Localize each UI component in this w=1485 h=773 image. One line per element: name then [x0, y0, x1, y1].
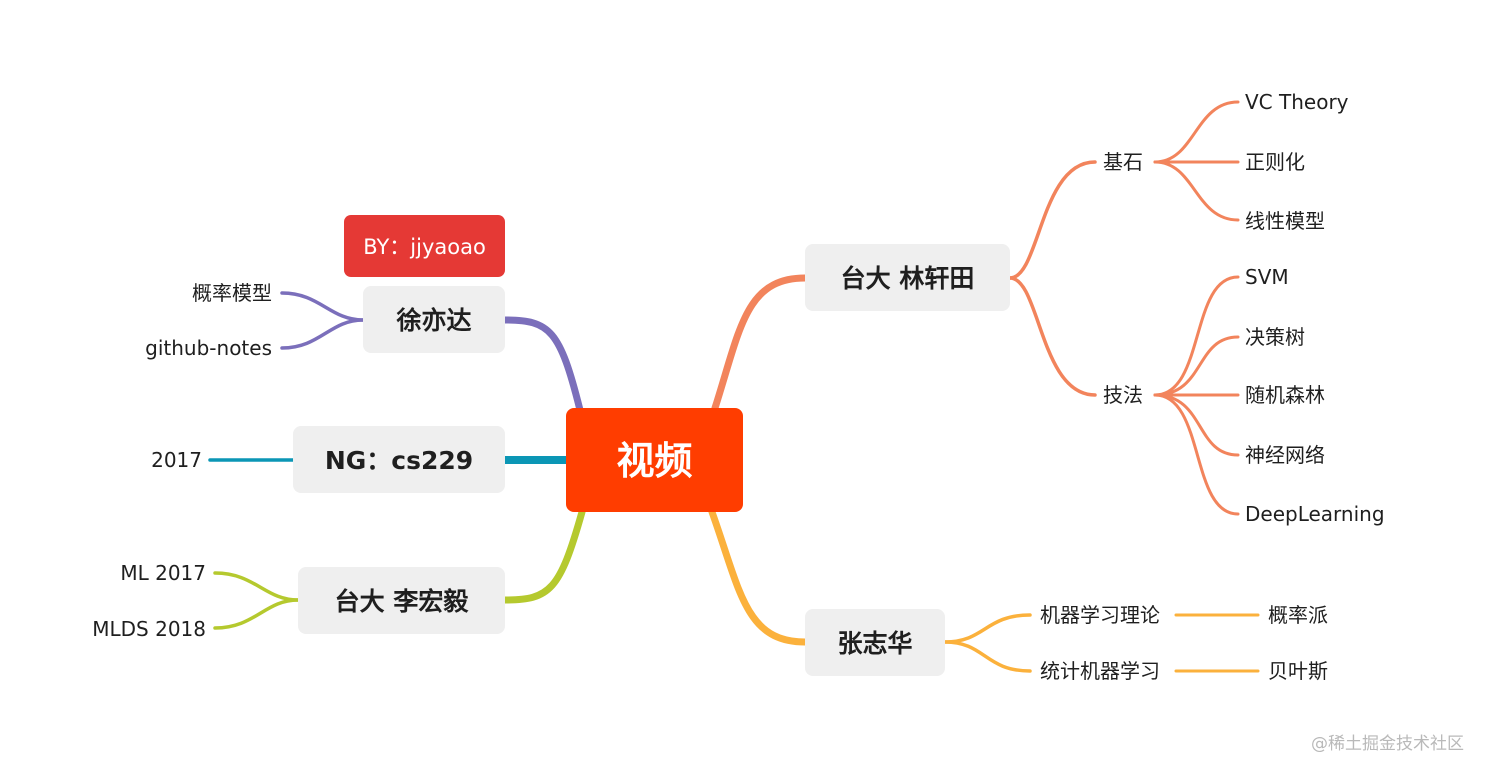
leaf-decision-tree[interactable]: 决策树 — [1245, 325, 1305, 349]
connectors — [208, 100, 1260, 673]
topic-jifa[interactable]: 技法 — [1103, 383, 1143, 407]
connector-jifa-nn — [1153, 393, 1240, 457]
connector-lin-jifa — [1008, 276, 1097, 397]
leaf-2017[interactable]: 2017 — [151, 448, 202, 472]
author-badge-box — [344, 215, 505, 277]
leaf-ml-2017[interactable]: ML 2017 — [120, 561, 206, 585]
branch-node-label: 台大 林轩田 — [841, 264, 975, 293]
connector-zhang-theory — [943, 613, 1032, 644]
connector-jifa-tree — [1153, 335, 1240, 397]
leaf-github-notes[interactable]: github-notes — [145, 336, 272, 360]
branch-node-box — [298, 567, 505, 634]
branch-node-label: 台大 李宏毅 — [335, 587, 470, 616]
connector-jifa-svm — [1153, 275, 1240, 397]
leaf-deep-learning[interactable]: DeepLearning — [1245, 502, 1385, 526]
leaf-random-forest[interactable]: 随机森林 — [1245, 383, 1325, 407]
leaf-prob-model[interactable]: 概率模型 — [192, 281, 272, 305]
leaf-regularization[interactable]: 正则化 — [1245, 150, 1305, 174]
connector-lin-jishi — [1008, 160, 1097, 280]
branch-node-xu[interactable]: 徐亦达 — [363, 286, 505, 353]
connector-lin — [711, 274, 809, 412]
leaf-bayesian[interactable]: 贝叶斯 — [1268, 659, 1328, 683]
connector-zhang — [708, 508, 809, 646]
branch-node-label: 徐亦达 — [395, 306, 471, 335]
connector-xu — [501, 316, 584, 414]
branch-node-li[interactable]: 台大 李宏毅 — [298, 567, 505, 634]
center-node[interactable]: 视频 — [566, 408, 743, 512]
branch-node-zhang[interactable]: 张志华 — [805, 609, 945, 676]
connector-xu-github — [280, 318, 365, 350]
topic-stat-ml[interactable]: 统计机器学习 — [1040, 659, 1160, 683]
leaf-vc-theory[interactable]: VC Theory — [1245, 90, 1349, 114]
watermark: @稀土掘金技术社区 — [1311, 734, 1464, 754]
leaf-neural-network[interactable]: 神经网络 — [1245, 443, 1325, 467]
author-badge[interactable]: BY：jjyaoao — [344, 215, 505, 277]
connector-jifa-dl — [1153, 393, 1240, 516]
connector-jishi-linear — [1153, 160, 1240, 222]
branch-node-box — [363, 286, 505, 353]
leaf-frequentist[interactable]: 概率派 — [1268, 603, 1328, 627]
branch-node-label: NG：cs229 — [325, 446, 473, 475]
center-node-box — [566, 408, 743, 512]
topic-jishi[interactable]: 基石 — [1103, 150, 1143, 174]
branch-node-ng[interactable]: NG：cs229 — [293, 426, 505, 493]
branch-node-label: 张志华 — [837, 629, 912, 658]
branch-node-box — [805, 609, 945, 676]
leaf-svm[interactable]: SVM — [1245, 265, 1289, 289]
topic-ml-theory[interactable]: 机器学习理论 — [1040, 603, 1160, 627]
connector-li-ml2017 — [213, 571, 300, 602]
connector-li — [501, 508, 586, 604]
leaf-linear-model[interactable]: 线性模型 — [1245, 209, 1325, 233]
branch-node-box — [805, 244, 1010, 311]
leaf-mlds-2018[interactable]: MLDS 2018 — [92, 617, 206, 641]
author-badge-label: BY：jjyaoao — [363, 235, 486, 259]
connector-jishi-vc — [1153, 100, 1240, 164]
branch-node-lin[interactable]: 台大 林轩田 — [805, 244, 1010, 311]
connector-li-mlds — [213, 598, 300, 630]
connector-zhang-stat — [943, 640, 1032, 673]
connector-xu-prob — [280, 291, 365, 322]
branch-node-box — [293, 426, 505, 493]
center-node-label: 视频 — [616, 439, 692, 483]
